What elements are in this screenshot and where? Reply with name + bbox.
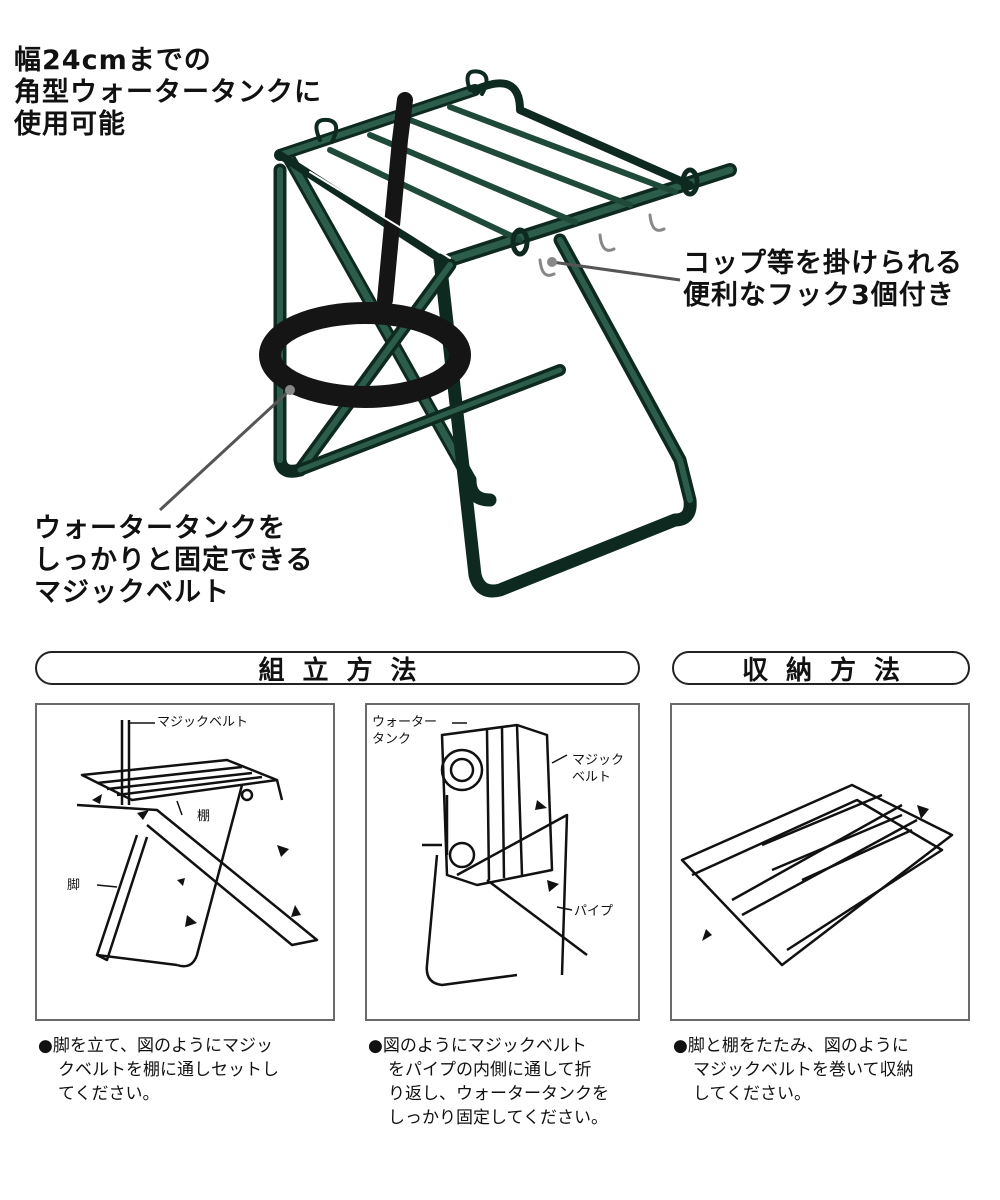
label-shelf: 棚 (197, 809, 211, 824)
caption-1-line-3: てください。 (58, 1084, 160, 1104)
assembly-step-1-drawing (76, 720, 319, 968)
hooks-line-1: コップ等を掛けられる (683, 248, 963, 279)
storage-drawing (680, 783, 954, 967)
belt-line-2: しっかりと固定できる (34, 545, 314, 576)
assembly-step-2-drawing (422, 722, 588, 987)
assembly-section-header: 組立方法 (35, 651, 640, 686)
tank-width-line-1: 幅24cmまでの (14, 45, 212, 76)
label-water-tank-2: タンク (372, 732, 412, 747)
tank-width-callout: 幅24cmまでの 角型ウォータータンクに 使用可能 (14, 45, 322, 141)
stand-product-illustration (158, 69, 737, 598)
storage-caption: ●脚と棚をたたみ、図のように マジックベルトを巻いて収納 してください。 (673, 1034, 914, 1106)
label-water-tank-1: ウォーター (372, 715, 438, 730)
caption-3-line-1: ●脚と棚をたたみ、図のように (673, 1036, 909, 1056)
caption-1-line-2: クベルトを棚に通しセットし (58, 1060, 279, 1080)
caption-3-line-2: マジックベルトを巻いて収納 (693, 1060, 914, 1080)
label-leg: 脚 (67, 878, 81, 893)
assembly-step-1-panel: マジックベルト 棚 脚 (35, 703, 335, 1021)
hooks-callout: コップ等を掛けられる 便利なフック3個付き (683, 248, 963, 312)
belt-callout: ウォータータンクを しっかりと固定できる マジックベルト (34, 513, 313, 609)
caption-2-line-3: り返し、ウォータータンクを (388, 1084, 609, 1104)
assembly-title: 組立方法 (258, 655, 435, 686)
label-magic-belt-2: ベルト (572, 770, 612, 785)
label-magic-belt: マジックベルト (157, 715, 249, 730)
tank-width-line-2: 角型ウォータータンクに (14, 77, 322, 108)
storage-section-header: 収納方法 (672, 651, 970, 686)
caption-1-line-1: ●脚を立て、図のようにマジッ (38, 1036, 273, 1056)
caption-2-line-2: をパイプの内側に通して折 (388, 1060, 592, 1080)
assembly-step-1-caption: ●脚を立て、図のようにマジッ クベルトを棚に通しセットし てください。 (38, 1034, 279, 1106)
caption-2-line-4: しっかり固定してください。 (388, 1108, 608, 1128)
assembly-step-2-panel: ウォーター タンク マジック ベルト パイプ (365, 703, 640, 1021)
caption-3-line-3: してください。 (693, 1084, 811, 1104)
label-magic-belt-1: マジック (572, 753, 625, 768)
hooks-line-2: 便利なフック3個付き (683, 280, 955, 311)
storage-panel (670, 703, 970, 1021)
caption-2-line-1: ●図のようにマジックベルト (368, 1036, 587, 1056)
belt-line-1: ウォータータンクを (34, 513, 286, 544)
label-pipe: パイプ (574, 904, 614, 919)
belt-line-3: マジックベルト (34, 577, 230, 608)
assembly-step-2-caption: ●図のようにマジックベルト をパイプの内側に通して折 り返し、ウォータータンクを… (368, 1034, 609, 1130)
tank-width-line-3: 使用可能 (14, 109, 126, 140)
storage-title: 収納方法 (741, 655, 918, 686)
